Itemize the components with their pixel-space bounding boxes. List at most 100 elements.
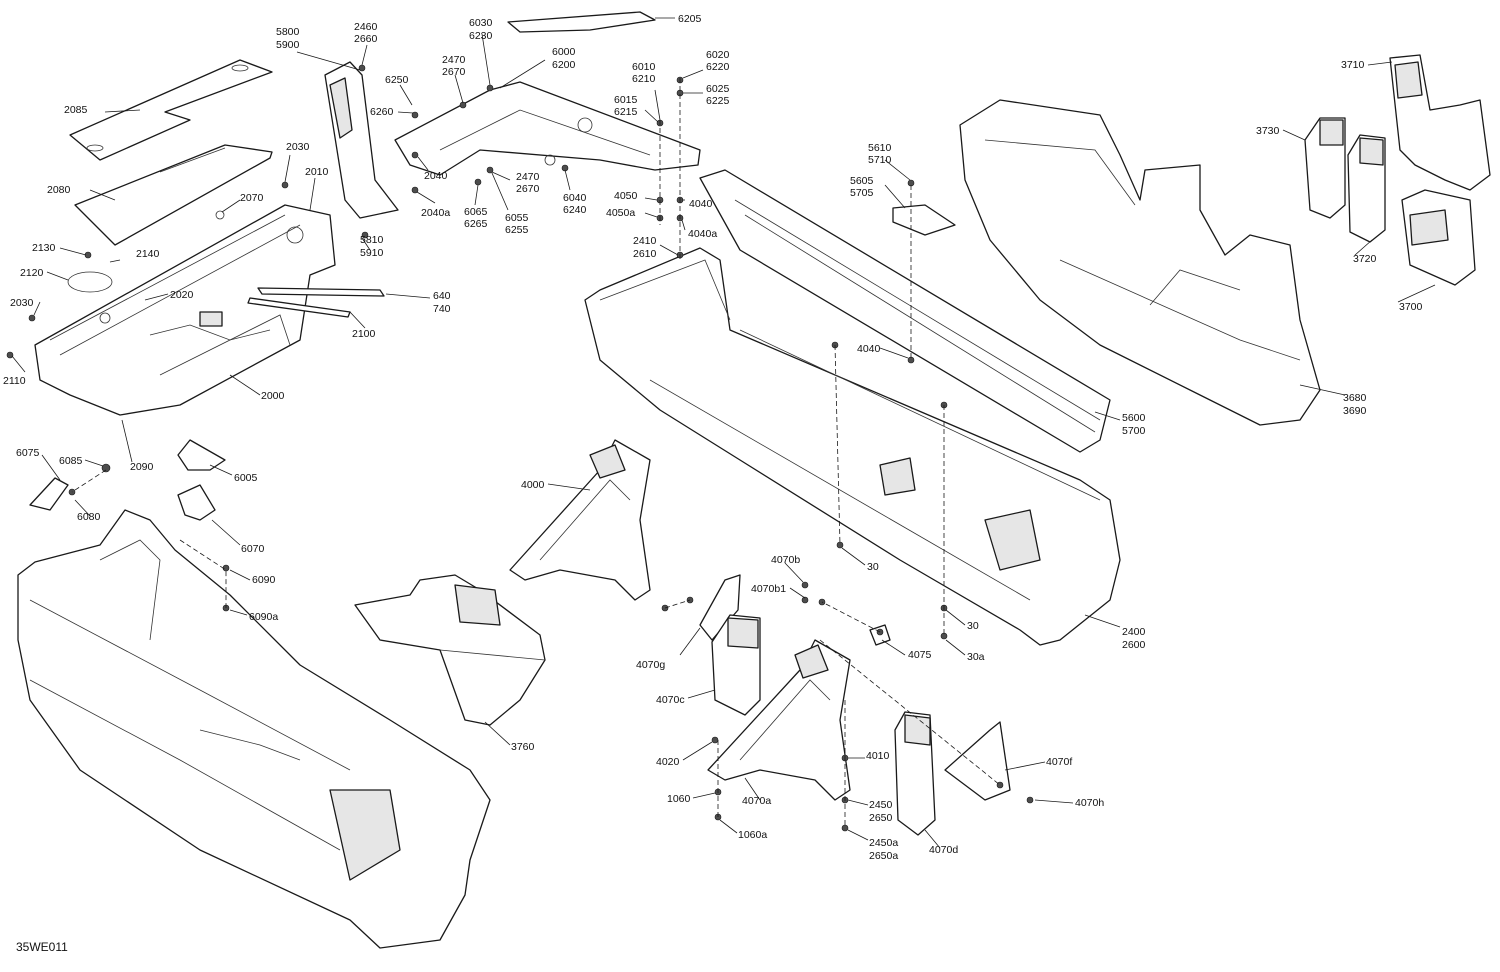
callout-30a: 30a — [967, 651, 985, 663]
callout-6090a: 6090a — [249, 611, 278, 623]
figure-code: 35WE011 — [16, 940, 68, 954]
callout-3710: 3710 — [1341, 59, 1365, 71]
callout-4010: 4010 — [866, 750, 890, 762]
callout-3730: 3730 — [1256, 125, 1280, 137]
part-6070-bracket — [177, 484, 216, 521]
callout-4075: 4075 — [908, 649, 932, 661]
callout-3760: 3760 — [511, 741, 535, 753]
callout-4070a: 4070a — [742, 795, 771, 807]
callout-4050: 4050 — [614, 190, 638, 202]
callout-4070b: 4070b — [771, 554, 800, 566]
part-front-body — [17, 509, 491, 949]
part-6205-pad — [507, 11, 656, 33]
callout-6005: 6005 — [234, 472, 258, 484]
callout-2040: 2040 — [424, 170, 448, 182]
part-4070a-bracket — [707, 639, 851, 801]
part-6000-upper-trim — [394, 81, 701, 176]
part-640-rod — [247, 297, 351, 318]
callout-2030-top: 2030 — [286, 141, 310, 153]
part-4070c-pad — [711, 614, 761, 716]
callout-3720: 3720 — [1353, 253, 1377, 265]
callout-30-upper: 30 — [867, 561, 879, 573]
part-3710-block — [1389, 54, 1491, 191]
callout-4040-mid: 4040 — [857, 343, 881, 355]
part-3720-block — [1347, 134, 1386, 243]
callout-4070h: 4070h — [1075, 797, 1104, 809]
callout-6260: 6260 — [370, 106, 394, 118]
part-5605-bracket — [892, 204, 956, 236]
callout-1060: 1060 — [667, 793, 691, 805]
callout-6080: 6080 — [77, 511, 101, 523]
part-2400-bin — [584, 247, 1121, 646]
callout-2110: 2110 — [3, 375, 26, 387]
part-2000-console — [34, 204, 336, 416]
callout-30-lower: 30 — [967, 620, 979, 632]
callout-4020: 4020 — [656, 756, 680, 768]
part-3700-block — [1401, 189, 1476, 286]
part-6075-cap — [29, 477, 69, 511]
callout-4070c: 4070c — [656, 694, 685, 706]
callout-6085: 6085 — [59, 455, 83, 467]
callout-6250: 6250 — [385, 74, 409, 86]
part-2120-strap — [67, 271, 113, 293]
callout-4040-upper: 4040 — [689, 198, 713, 210]
part-2080-cover — [74, 144, 273, 246]
callout-2080: 2080 — [47, 184, 71, 196]
part-4070f-plate — [944, 721, 1011, 801]
callout-2140: 2140 — [136, 248, 160, 260]
callout-2000: 2000 — [261, 390, 285, 402]
callout-2020: 2020 — [170, 289, 194, 301]
callout-4070g: 4070g — [636, 659, 665, 671]
part-2085-panel — [69, 59, 273, 161]
callout-2010: 2010 — [305, 166, 329, 178]
callout-3700: 3700 — [1399, 301, 1423, 313]
callout-4000: 4000 — [521, 479, 545, 491]
callout-4070d: 4070d — [929, 844, 958, 856]
part-3760-console — [354, 574, 546, 726]
part-3730-block — [1304, 117, 1346, 219]
callout-4050a: 4050a — [606, 207, 635, 219]
part-3680-liner — [959, 99, 1321, 426]
callout-6205: 6205 — [678, 13, 702, 25]
part-5600-lid — [699, 169, 1111, 453]
callout-2130: 2130 — [32, 242, 56, 254]
part-5800-trim — [324, 61, 399, 219]
callout-4040a: 4040a — [688, 228, 717, 240]
callout-2070: 2070 — [240, 192, 264, 204]
callout-6075: 6075 — [16, 447, 40, 459]
leader-lines — [11, 17, 1436, 849]
callout-2085: 2085 — [64, 104, 88, 116]
callout-2120: 2120 — [20, 267, 44, 279]
callout-6090: 6090 — [252, 574, 276, 586]
callout-2100: 2100 — [352, 328, 376, 340]
part-4070g-plate — [699, 574, 741, 641]
callout-2040a: 2040a — [421, 207, 450, 219]
part-2100-rod — [257, 287, 385, 297]
callout-2030-left: 2030 — [10, 297, 34, 309]
callout-1060a: 1060a — [738, 829, 767, 841]
